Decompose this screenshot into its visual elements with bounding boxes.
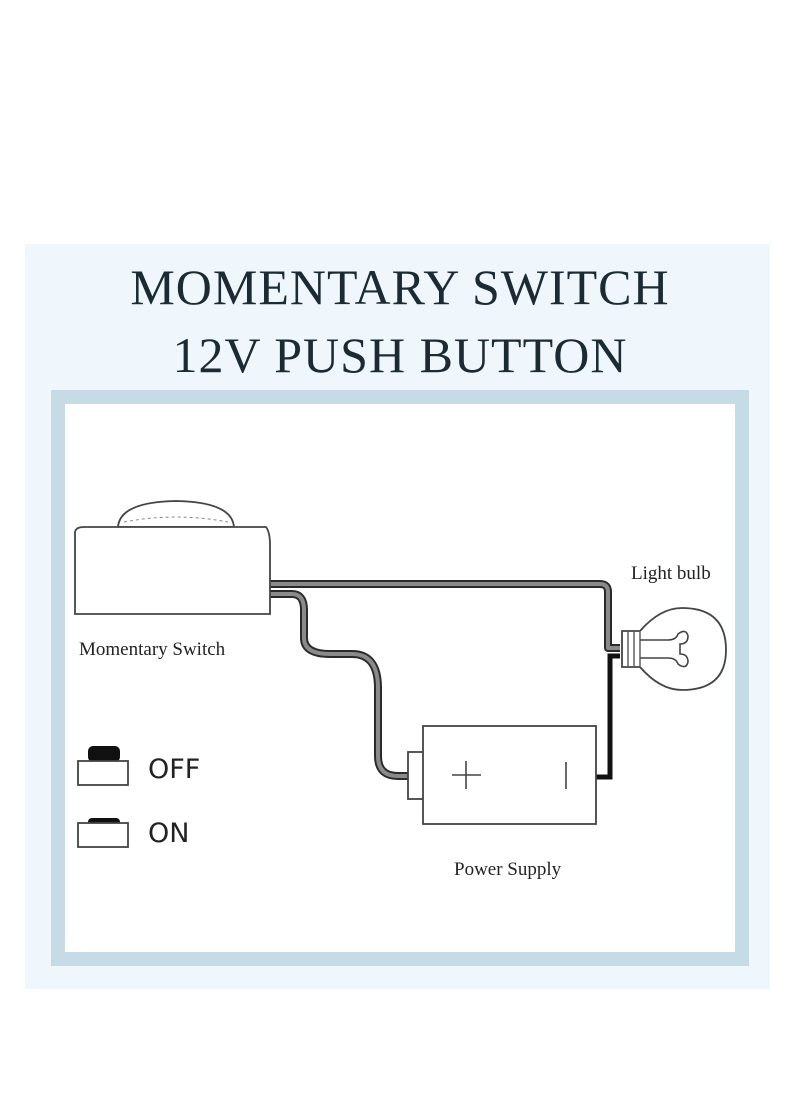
legend-on-label: ON	[148, 818, 190, 849]
momentary-switch-body	[74, 500, 271, 615]
power-supply-label: Power Supply	[454, 859, 562, 880]
title-line-2: 12V PUSH BUTTON	[172, 327, 628, 383]
wire-switch-to-bulb	[270, 580, 620, 652]
legend-on-switch-icon	[77, 818, 129, 848]
light-bulb-icon	[621, 607, 727, 691]
momentary-switch-label: Momentary Switch	[79, 639, 226, 660]
wire-power-minus-to-bulb	[596, 653, 620, 780]
legend-off-label: OFF	[148, 754, 201, 785]
light-bulb-label: Light bulb	[631, 563, 711, 584]
title-line-1: MOMENTARY SWITCH	[130, 259, 670, 315]
diagram-canvas	[65, 404, 735, 952]
power-supply-battery	[407, 725, 597, 825]
wire-switch-to-power-plus	[270, 590, 410, 780]
legend-off-switch-icon	[77, 746, 129, 786]
